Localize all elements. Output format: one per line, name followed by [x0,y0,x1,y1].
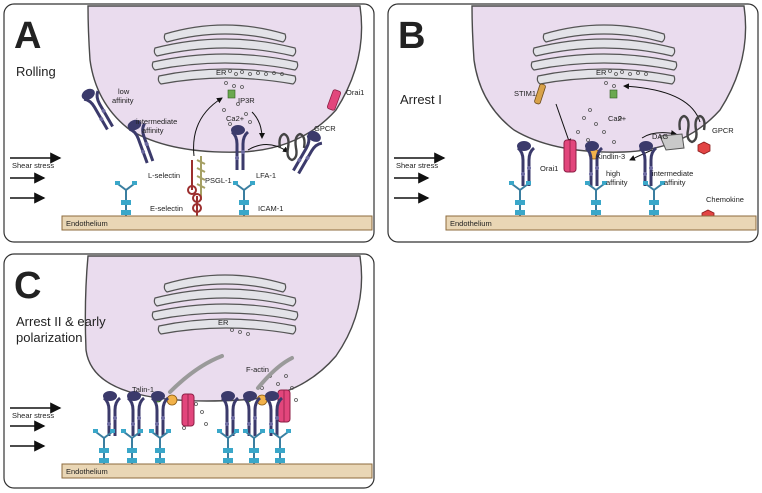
ca-label-a: Ca2+ [226,114,245,123]
low-affinity-label-1: low [118,87,130,96]
shear-label-b: Shear stress [396,161,438,170]
dag-label: DAG [652,132,668,141]
factin-bundle-1 [168,354,224,394]
l-selectin [187,160,197,195]
endothelium-a [61,215,373,231]
orai1-label-a: Orai1 [346,88,364,97]
icam1-label: ICAM-1 [258,204,283,213]
talin1-label: Talin-1 [132,385,154,394]
intermediate-label-2-b: affinity [664,178,686,187]
chemokine-label: Chemokine [706,195,744,204]
endothelium-b [445,215,757,231]
leukocyte-cell-a [87,5,363,153]
panel-a: A Rolling Shear stress Endothelium ER IP… [3,3,375,243]
psgl1 [196,156,206,200]
factin-bundle-2 [256,356,294,390]
factin-label: F-actin [246,365,269,374]
high-affinity-label-1: high [606,169,620,178]
kindlin3-label: Kindlin-3 [596,152,625,161]
orai1-channel-c1 [181,393,195,427]
shear-label-c: Shear stress [12,411,54,420]
chemokine-bound [697,141,711,155]
panel-b: B Arrest I Shear stress Endothelium ER S… [387,3,759,243]
endothelium-label-b: Endothelium [450,219,492,228]
er-label-c: ER [218,318,229,327]
panel-c: C Arrest II & early polarization Shear s… [3,253,375,489]
high-affinity-label-2: affinity [606,178,628,187]
gpcr-label-b: GPCR [712,126,734,135]
kindlin3-c-1 [166,394,178,406]
panel-letter-b: B [398,15,425,57]
panel-title-a: Rolling [16,64,56,79]
endothelium-label-c: Endothelium [66,467,108,476]
e-selectin-label: E-selectin [150,204,183,213]
l-selectin-label: L-selectin [148,171,180,180]
orai1-label-b: Orai1 [540,164,558,173]
stim1 [534,83,546,105]
er-label-b: ER [596,68,607,77]
intermediate-label-1-a: intermediate [136,117,177,126]
panel-letter-c: C [14,265,41,307]
ca-label-b: Ca2+ [608,114,627,123]
panel-title-c-1: Arrest II & early [16,314,106,329]
endothelium-c [61,463,373,479]
endothelium-label-a: Endothelium [66,219,108,228]
orai1-channel-b [563,139,577,173]
lfa1-label: LFA-1 [256,171,276,180]
er-label-a: ER [216,68,227,77]
orai1-channel-c2 [277,389,291,423]
low-affinity-label-2: affinity [112,96,134,105]
gpcr-receptor-a [278,132,306,162]
shear-label-a: Shear stress [12,161,54,170]
gpcr-label-a: GPCR [314,124,336,133]
orai1-channel-a [326,89,342,111]
psgl1-label: PSGL-1 [205,176,232,185]
panel-letter-a: A [14,15,41,57]
ip3r-channel [227,89,236,99]
dag [659,133,685,151]
panel-title-c-2: polarization [16,330,83,345]
gpcr-receptor-b [678,114,706,144]
stim1-label: STIM1 [514,89,536,98]
panel-title-b: Arrest I [400,92,442,107]
ip3r-label: IP3R [238,96,255,105]
intermediate-label-1-b: intermediate [652,169,693,178]
ip3r-channel-b [609,89,618,99]
intermediate-label-2-a: affinity [142,126,164,135]
